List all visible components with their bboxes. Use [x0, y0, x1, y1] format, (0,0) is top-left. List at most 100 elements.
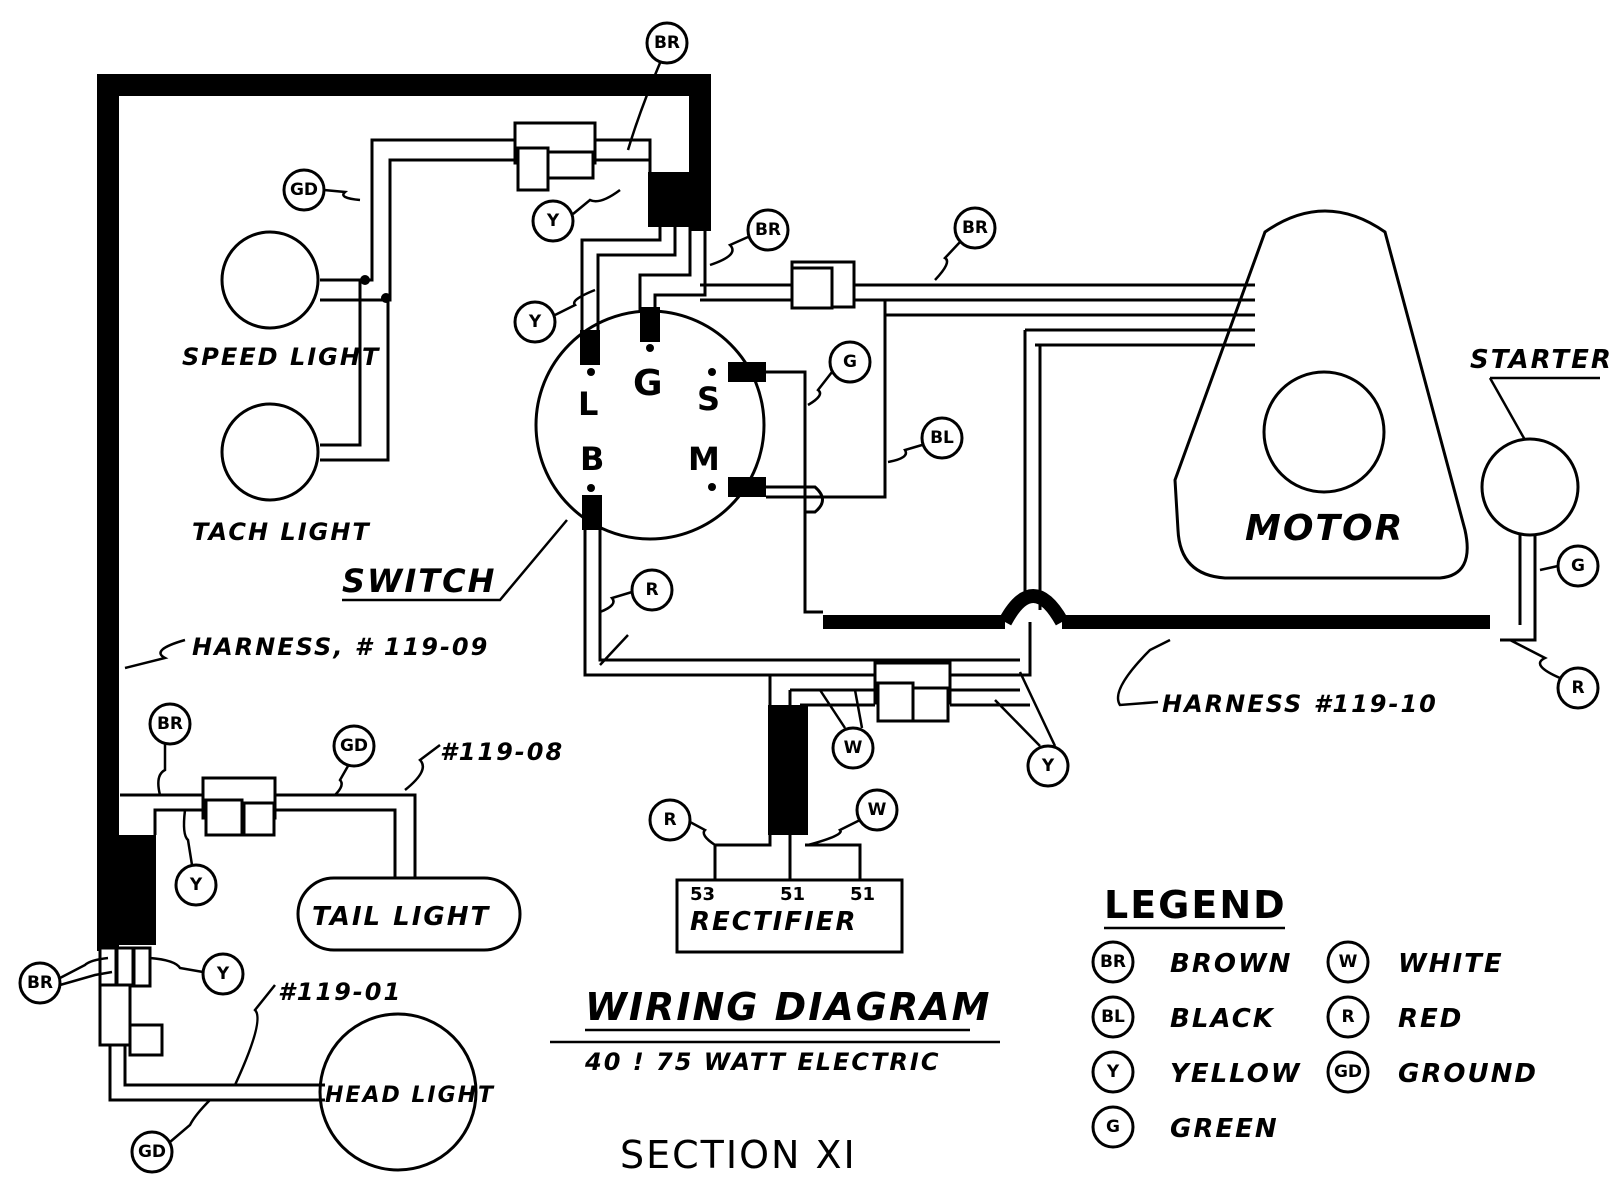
- svg-text:GD: GD: [340, 736, 368, 756]
- svg-text:BR: BR: [654, 33, 680, 53]
- rectifier-terminal-51a: 51: [780, 884, 805, 905]
- legend: LEGEND BR BROWN BL BLACK Y YELLOW G GREE…: [1091, 883, 1538, 1149]
- harness-119-10: [823, 589, 1490, 629]
- switch-wires: [580, 226, 1255, 335]
- svg-text:GD: GD: [290, 180, 318, 200]
- wire-tag-br-motor: BR: [934, 206, 997, 281]
- harness-119-09: [97, 74, 711, 951]
- svg-text:GD: GD: [1334, 1062, 1362, 1082]
- switch-label: SWITCH: [342, 562, 496, 600]
- speed-light-label: SPEED LIGHT: [182, 343, 380, 371]
- wire-tag-br-switch: BR: [709, 208, 790, 267]
- wire-tag-g-switch: G: [807, 340, 872, 407]
- rectifier-label: RECTIFIER: [690, 907, 858, 937]
- svg-text:YELLOW: YELLOW: [1170, 1059, 1302, 1089]
- svg-text:BROWN: BROWN: [1170, 949, 1292, 979]
- motor: MOTOR: [1173, 209, 1469, 580]
- svg-text:G: G: [1106, 1117, 1120, 1137]
- svg-text:G: G: [843, 352, 857, 372]
- svg-text:BR: BR: [27, 973, 53, 993]
- tach-light: TACH LIGHT: [192, 402, 371, 546]
- wire-tag-g-starter: G: [1539, 544, 1600, 588]
- svg-text:R: R: [645, 580, 658, 600]
- svg-text:GREEN: GREEN: [1170, 1114, 1279, 1144]
- svg-text:WHITE: WHITE: [1398, 949, 1504, 979]
- switch-terminal-m: M: [688, 440, 720, 478]
- switch-terminal-s: S: [697, 380, 720, 418]
- starter-wires: [766, 300, 1255, 614]
- switch-label-group: SWITCH: [342, 519, 568, 602]
- wire-tag-bl: BL: [887, 416, 964, 464]
- svg-text:BR: BR: [157, 714, 183, 734]
- wire-tag-w-rectifier: W: [807, 788, 899, 847]
- rectifier-wires: [713, 675, 1030, 880]
- wire-tag-gd-speed: GD: [282, 168, 361, 212]
- starter-label: STARTER: [1470, 345, 1613, 375]
- wire-tag-y-head: Y: [149, 952, 245, 996]
- svg-text:BLACK: BLACK: [1170, 1004, 1275, 1034]
- svg-text:R: R: [663, 810, 676, 830]
- svg-text:RED: RED: [1398, 1004, 1463, 1034]
- svg-text:BR: BR: [755, 220, 781, 240]
- diagram-subtitle: 40 ! 75 WATT ELECTRIC: [584, 1048, 940, 1076]
- svg-text:GROUND: GROUND: [1398, 1059, 1538, 1089]
- legend-item-yellow: Y YELLOW: [1091, 1050, 1302, 1094]
- svg-text:Y: Y: [1106, 1062, 1120, 1082]
- svg-text:Y: Y: [528, 312, 542, 332]
- svg-text:BR: BR: [962, 218, 988, 238]
- wire-tag-gd-tail: GD: [332, 724, 376, 796]
- switch-terminal-g: G: [633, 363, 663, 404]
- wire-tag-br-tail: BR: [148, 702, 192, 796]
- head-light-label: HEAD LIGHT: [325, 1083, 495, 1108]
- svg-text:W: W: [1339, 952, 1358, 972]
- legend-title: LEGEND: [1104, 883, 1287, 927]
- svg-text:Y: Y: [1041, 756, 1055, 776]
- light-wires: [320, 138, 652, 462]
- battery-wires: [583, 530, 1032, 677]
- legend-item-black: BL BLACK: [1091, 995, 1275, 1039]
- svg-text:BL: BL: [930, 428, 954, 448]
- svg-text:Y: Y: [189, 875, 203, 895]
- speed-light: SPEED LIGHT: [182, 230, 380, 371]
- wire-tag-y-tail: Y: [174, 809, 218, 907]
- harness-motor-label: HARNESS #119-10: [1162, 690, 1438, 718]
- tach-light-label: TACH LIGHT: [192, 518, 371, 546]
- diagram-title: WIRING DIAGRAM: [585, 985, 991, 1029]
- svg-text:BR: BR: [1100, 952, 1126, 972]
- rectifier-terminal-51b: 51: [850, 884, 875, 905]
- wire-tag-gd-head: GD: [130, 1099, 211, 1174]
- top-connector: [513, 121, 597, 192]
- harness-tail-label: #119-08: [440, 738, 564, 766]
- harness-main-label: HARNESS, # 119-09: [192, 633, 489, 661]
- svg-text:Y: Y: [216, 964, 230, 984]
- wire-tag-r-starter: R: [1509, 638, 1600, 710]
- tail-light-group: TAIL LIGHT #119-08: [120, 738, 564, 952]
- starter: STARTER: [1470, 345, 1613, 642]
- switch: [534, 307, 766, 541]
- svg-text:W: W: [844, 738, 863, 758]
- wire-tag-y-switch: Y: [513, 288, 596, 344]
- harness-head-label: #119-01: [278, 978, 402, 1006]
- svg-text:W: W: [868, 800, 887, 820]
- legend-item-red: R RED: [1326, 995, 1463, 1039]
- wire-tag-r-switch: R: [599, 568, 674, 666]
- rectifier: 53 51 51 RECTIFIER: [675, 878, 904, 954]
- legend-item-green: G GREEN: [1091, 1105, 1279, 1149]
- motor-label: MOTOR: [1245, 508, 1404, 549]
- legend-item-ground: GD GROUND: [1326, 1050, 1538, 1094]
- svg-text:G: G: [1571, 556, 1585, 576]
- wire-tag-y-top: Y: [531, 188, 621, 243]
- head-light-group: HEAD LIGHT #119-01: [98, 945, 495, 1172]
- svg-text:R: R: [1341, 1007, 1354, 1027]
- switch-terminal-l: L: [578, 385, 598, 423]
- wire-tag-r-rectifier: R: [648, 798, 716, 847]
- wire-tag-br-head: BR: [18, 956, 113, 1005]
- wire-tag-br-top: BR: [626, 21, 689, 151]
- title-block: WIRING DIAGRAM 40 ! 75 WATT ELECTRIC SEC…: [550, 985, 1000, 1177]
- svg-text:BL: BL: [1101, 1007, 1125, 1027]
- tail-light-label: TAIL LIGHT: [312, 902, 490, 932]
- svg-text:R: R: [1571, 678, 1584, 698]
- wire-tag-y-right: Y: [994, 671, 1070, 788]
- legend-item-white: W WHITE: [1326, 940, 1504, 984]
